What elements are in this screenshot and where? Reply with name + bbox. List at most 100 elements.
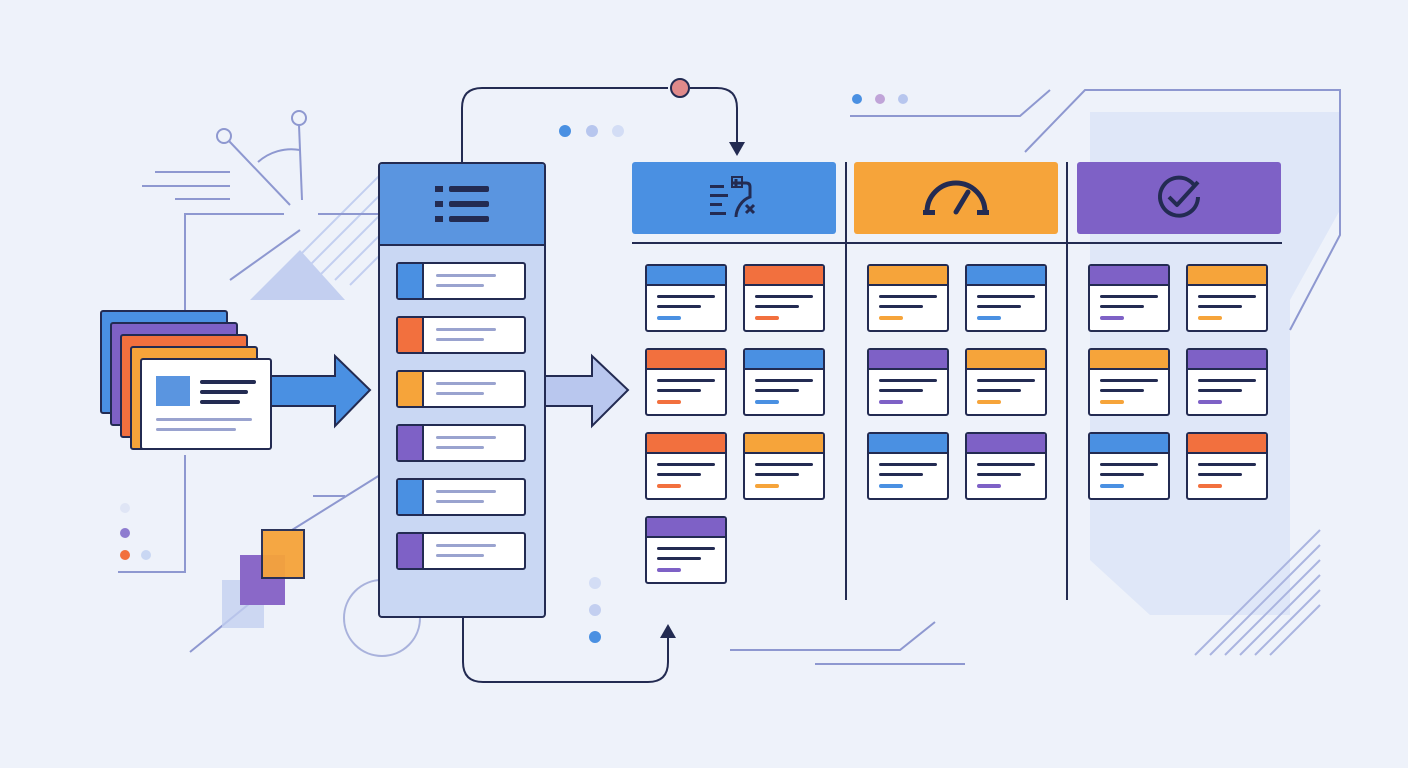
text-line [436,544,496,547]
task-card-header [647,350,725,370]
text-line [156,428,236,431]
column-header-3 [1077,162,1281,234]
task-card[interactable] [965,264,1047,332]
task-card[interactable] [867,348,949,416]
task-card[interactable] [1088,264,1170,332]
text-line [436,284,484,287]
tag-line [879,400,903,404]
text-line [879,473,923,476]
text-line [755,379,813,382]
text-line [436,338,484,341]
tag-line [755,400,779,404]
queue-item[interactable] [396,478,526,516]
task-card-header [647,266,725,286]
task-card[interactable] [743,348,825,416]
task-card[interactable] [965,432,1047,500]
task-card-header [647,434,725,454]
text-line [1198,305,1242,308]
task-card-header [1188,434,1266,454]
text-line [879,379,937,382]
queue-item[interactable] [396,532,526,570]
queue-item[interactable] [396,262,526,300]
text-line [977,473,1021,476]
task-card[interactable] [645,516,727,584]
triangle-shape [250,250,345,300]
text-line [1100,379,1158,382]
task-card[interactable] [1186,432,1268,500]
task-card[interactable] [965,348,1047,416]
text-line [755,305,799,308]
queue-item-tab [398,480,424,514]
task-card-header [1090,266,1168,286]
tag-line [657,400,681,404]
text-line [879,389,923,392]
tag-line [1100,400,1124,404]
text-line [436,274,496,277]
tag-line [1100,316,1124,320]
text-line [1100,473,1144,476]
text-line [657,305,701,308]
text-line [1198,295,1256,298]
input-card-front[interactable] [140,358,272,450]
text-line [1100,295,1158,298]
text-line [1198,379,1256,382]
task-card[interactable] [867,264,949,332]
text-line [436,436,496,439]
queue-header [380,164,544,246]
tag-line [879,316,903,320]
text-line [436,500,484,503]
text-line [657,379,715,382]
text-line [156,418,252,421]
tag-line [1100,484,1124,488]
task-card-header [745,266,823,286]
task-card[interactable] [1088,432,1170,500]
task-card-header [1090,350,1168,370]
text-line [755,295,813,298]
task-card-header [1188,266,1266,286]
task-card-header [967,350,1045,370]
orange-square [261,529,305,579]
queue-item[interactable] [396,424,526,462]
checklist-edit-icon [710,176,756,218]
queue-item-tab [398,426,424,460]
speedometer-gauge-icon [923,180,989,215]
arrowhead [729,142,745,156]
text-line [436,490,496,493]
text-line [977,389,1021,392]
task-card[interactable] [743,264,825,332]
task-card-header [745,350,823,370]
text-line [436,554,484,557]
queue-item[interactable] [396,316,526,354]
task-card[interactable] [867,432,949,500]
text-line [755,389,799,392]
text-line [200,400,240,404]
text-line [436,328,496,331]
task-card[interactable] [645,264,727,332]
text-line [1198,463,1256,466]
tag-line [755,316,779,320]
column-header-2 [854,162,1058,234]
task-card[interactable] [1186,348,1268,416]
tag-line [657,568,681,572]
output-arrow [544,353,630,429]
task-card[interactable] [1186,264,1268,332]
text-line [657,463,715,466]
text-line [436,446,484,449]
task-card-header [647,518,725,538]
queue-item[interactable] [396,370,526,408]
tag-line [977,484,1001,488]
text-line [977,379,1035,382]
text-line [977,463,1035,466]
text-line [1100,305,1144,308]
queue-item-tab [398,534,424,568]
tag-line [657,484,681,488]
task-card[interactable] [1088,348,1170,416]
task-card-header [1188,350,1266,370]
task-card[interactable] [743,432,825,500]
text-line [755,463,813,466]
task-card[interactable] [645,348,727,416]
text-line [436,382,496,385]
text-line [1198,389,1242,392]
task-card[interactable] [645,432,727,500]
